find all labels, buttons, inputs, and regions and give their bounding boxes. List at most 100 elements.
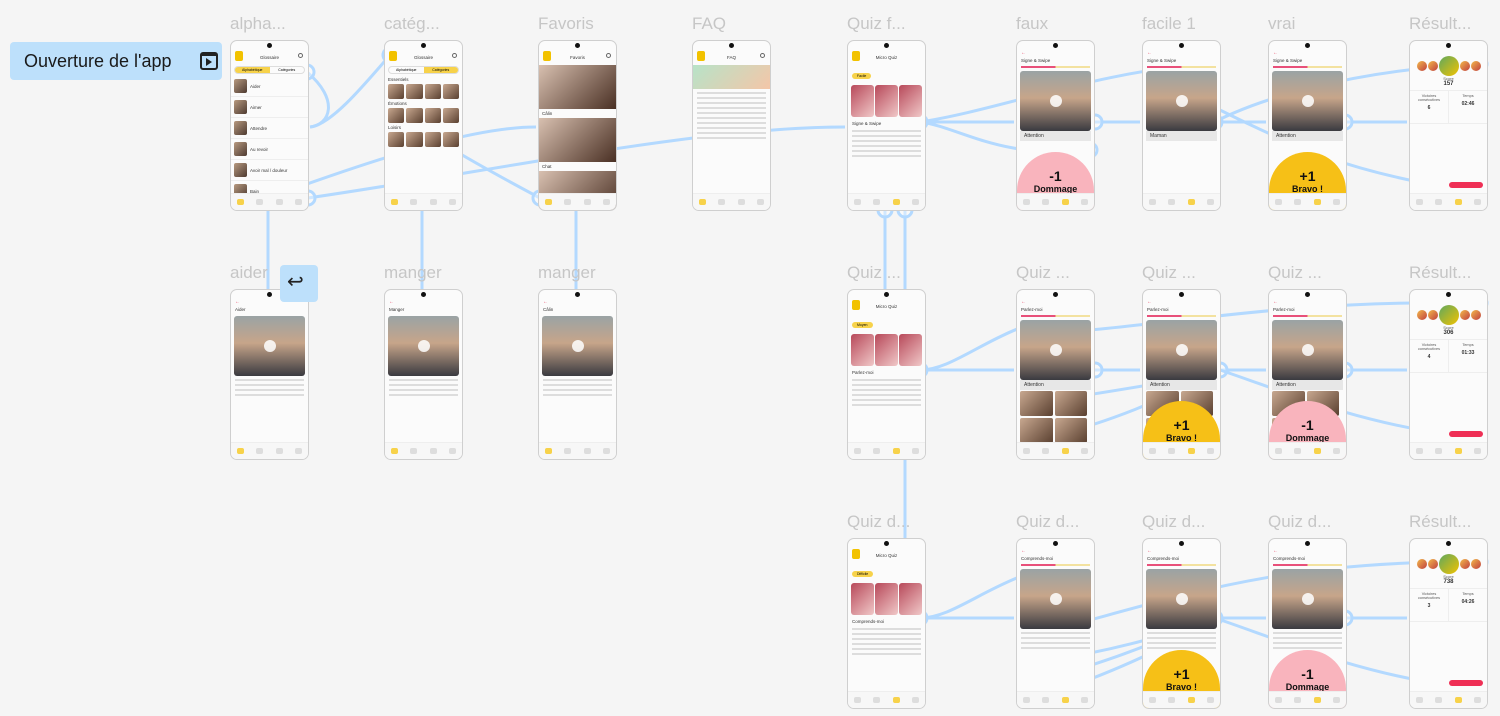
- faq-line[interactable]: [697, 112, 766, 114]
- frame-label[interactable]: Quiz d...: [1016, 512, 1080, 531]
- frame-label[interactable]: Quiz ...: [847, 263, 901, 282]
- nav-tab-icon[interactable]: [1187, 697, 1195, 703]
- nav-tab-icon[interactable]: [410, 448, 418, 454]
- frame-label[interactable]: aider: [230, 263, 268, 282]
- play-icon[interactable]: [1301, 592, 1314, 605]
- nav-tab-icon[interactable]: [756, 199, 764, 205]
- connector-line[interactable]: [306, 70, 330, 129]
- nav-tab-icon[interactable]: [854, 697, 862, 703]
- nav-tab-icon[interactable]: [1042, 199, 1050, 205]
- nav-tab-icon[interactable]: [1454, 199, 1462, 205]
- frame-label[interactable]: catég...: [384, 14, 440, 33]
- nav-tab-icon[interactable]: [1332, 448, 1340, 454]
- tab-0[interactable]: Alphabétique: [396, 68, 417, 72]
- frame-label[interactable]: manger: [384, 263, 442, 282]
- back-action-tag[interactable]: ↩: [280, 265, 318, 302]
- replay-button[interactable]: [1449, 680, 1483, 686]
- search-icon[interactable]: [606, 53, 611, 58]
- answer-option[interactable]: [1054, 390, 1088, 416]
- nav-tab-icon[interactable]: [1294, 448, 1302, 454]
- nav-tab-icon[interactable]: [1168, 199, 1176, 205]
- nav-tab-icon[interactable]: [583, 448, 591, 454]
- nav-tab-icon[interactable]: [892, 697, 900, 703]
- video-card[interactable]: [1020, 70, 1091, 131]
- favorite-image[interactable]: [539, 65, 616, 109]
- nav-tab-icon[interactable]: [391, 199, 399, 205]
- nav-tab-icon[interactable]: [699, 199, 707, 205]
- faq-line[interactable]: [697, 127, 766, 129]
- thumbnail[interactable]: [442, 108, 459, 123]
- nav-tab-icon[interactable]: [391, 448, 399, 454]
- nav-tab-icon[interactable]: [1332, 199, 1340, 205]
- faq-line[interactable]: [697, 117, 766, 119]
- play-icon[interactable]: [1301, 94, 1314, 107]
- nav-tab-icon[interactable]: [1454, 697, 1462, 703]
- thumbnail[interactable]: [424, 108, 441, 123]
- thumbnail[interactable]: [424, 132, 441, 147]
- back-icon[interactable]: ←: [1147, 299, 1152, 305]
- play-icon[interactable]: [1049, 343, 1062, 356]
- list-item[interactable]: Aimer: [231, 97, 308, 118]
- flow-start-button[interactable]: Ouverture de l'app: [10, 42, 222, 80]
- frame-label[interactable]: Résult...: [1409, 512, 1472, 531]
- faq-line[interactable]: [697, 137, 766, 139]
- nav-tab-icon[interactable]: [911, 199, 919, 205]
- replay-button[interactable]: [1449, 182, 1483, 188]
- nav-tab-icon[interactable]: [1149, 199, 1157, 205]
- nav-tab-icon[interactable]: [1473, 697, 1481, 703]
- nav-tab-icon[interactable]: [1454, 448, 1462, 454]
- faq-line[interactable]: [697, 122, 766, 124]
- nav-tab-icon[interactable]: [1023, 448, 1031, 454]
- nav-tab-icon[interactable]: [256, 448, 264, 454]
- phone-frame[interactable]: FAQ: [692, 40, 771, 211]
- thumbnail[interactable]: [388, 84, 405, 99]
- nav-tab-icon[interactable]: [448, 448, 456, 454]
- difficulty-chip[interactable]: Moyen: [852, 322, 873, 328]
- video-card[interactable]: [1272, 70, 1343, 131]
- nav-tab-icon[interactable]: [583, 199, 591, 205]
- thumbnail[interactable]: [406, 108, 423, 123]
- play-icon[interactable]: [1049, 592, 1062, 605]
- nav-tab-icon[interactable]: [294, 199, 302, 205]
- thumbnail[interactable]: [388, 132, 405, 147]
- nav-tab-icon[interactable]: [1206, 448, 1214, 454]
- nav-tab-icon[interactable]: [1313, 697, 1321, 703]
- nav-tab-icon[interactable]: [275, 199, 283, 205]
- nav-tab-icon[interactable]: [1187, 199, 1195, 205]
- nav-tab-icon[interactable]: [1435, 199, 1443, 205]
- difficulty-chip[interactable]: Difficile: [852, 571, 874, 577]
- frame-label[interactable]: Quiz d...: [1142, 512, 1206, 531]
- back-icon[interactable]: ←: [1147, 548, 1152, 554]
- nav-tab-icon[interactable]: [545, 448, 553, 454]
- play-icon[interactable]: [571, 340, 584, 352]
- frame-label[interactable]: Quiz d...: [1268, 512, 1332, 531]
- phone-frame[interactable]: ←Câlin: [538, 289, 617, 460]
- play-icon[interactable]: [1175, 592, 1188, 605]
- nav-tab-icon[interactable]: [1313, 199, 1321, 205]
- nav-tab-icon[interactable]: [564, 199, 572, 205]
- phone-frame[interactable]: ←Aider: [230, 289, 309, 460]
- nav-tab-icon[interactable]: [911, 697, 919, 703]
- answer-option[interactable]: [1020, 390, 1053, 416]
- nav-tab-icon[interactable]: [1416, 448, 1424, 454]
- back-icon[interactable]: ←: [1021, 299, 1026, 305]
- list-item[interactable]: Aider: [231, 76, 308, 97]
- nav-tab-icon[interactable]: [1149, 697, 1157, 703]
- nav-tab-icon[interactable]: [892, 448, 900, 454]
- faq-line[interactable]: [697, 132, 766, 134]
- video-card[interactable]: [1146, 568, 1217, 629]
- back-icon[interactable]: ←: [1273, 299, 1278, 305]
- back-icon[interactable]: ←: [235, 299, 240, 305]
- tab-1[interactable]: Catégories: [278, 68, 296, 72]
- nav-tab-icon[interactable]: [1168, 448, 1176, 454]
- frame-label[interactable]: Quiz ...: [1142, 263, 1196, 282]
